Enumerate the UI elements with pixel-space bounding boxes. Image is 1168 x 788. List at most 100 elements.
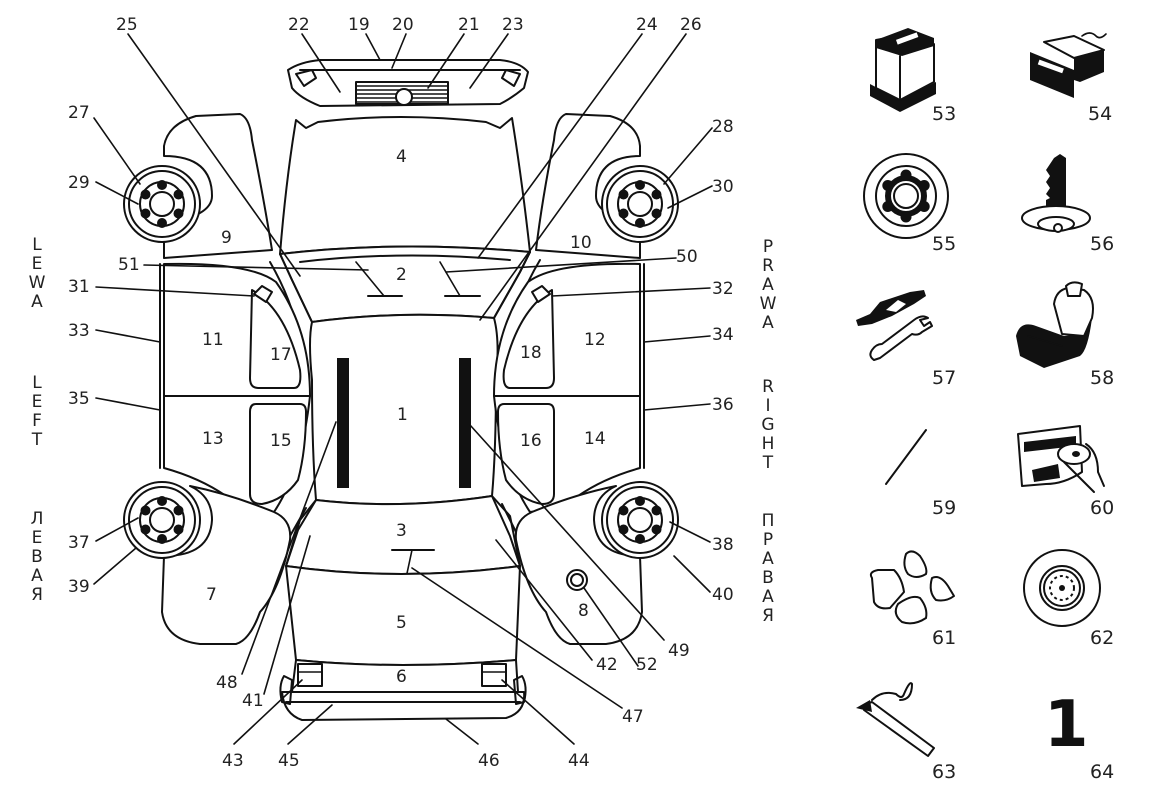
legend-label-60: 60: [1090, 497, 1114, 519]
area-labels: 1 2 3 4 5 6 7 8 9 10 11 12 13 14 15 16 1…: [202, 147, 606, 687]
area-label-3: 3: [396, 521, 407, 541]
callout-label-35: 35: [68, 389, 90, 409]
window-front-right: [502, 289, 555, 389]
jack-wrench-icon: [856, 290, 933, 361]
callout-label-21: 21: [458, 15, 480, 35]
callout-label-39: 39: [68, 577, 90, 597]
callout-label-36: 36: [712, 395, 734, 415]
callout-label-40: 40: [712, 585, 734, 605]
car-outline: [159, 59, 645, 721]
wheel-rim-icon: [863, 153, 949, 239]
fender-rear-left: [161, 485, 292, 645]
callout-label-19: 19: [348, 15, 370, 35]
window-rear-right: [497, 403, 555, 505]
rear-panel: [291, 659, 519, 693]
callout-label-22: 22: [288, 15, 310, 35]
callout-label-46: 46: [478, 751, 500, 771]
mirror-left: [253, 285, 273, 303]
callout-label-37: 37: [68, 533, 90, 553]
number-one-icon: 1: [1044, 688, 1089, 762]
area-label-17: 17: [270, 345, 292, 365]
area-label-18: 18: [520, 343, 542, 363]
callout-label-20: 20: [392, 15, 414, 35]
fire-extinguisher-icon: [856, 682, 935, 757]
callout-label-34: 34: [712, 325, 734, 345]
rear-bumper: [281, 691, 526, 721]
callout-label-25: 25: [116, 15, 138, 35]
emblem: [395, 88, 413, 106]
callout-label-49: 49: [668, 641, 690, 661]
tail-light-left: [297, 663, 323, 687]
area-label-6: 6: [396, 667, 407, 687]
area-label-16: 16: [520, 431, 542, 451]
window-front-left: [249, 289, 302, 389]
callout-label-52: 52: [636, 655, 658, 675]
wheel-rear-right: [601, 481, 679, 559]
wheel-front-right: [601, 165, 679, 243]
car-seat-icon: [1016, 281, 1094, 368]
area-label-5: 5: [396, 613, 407, 633]
callout-label-27: 27: [68, 103, 90, 123]
legend-label-58: 58: [1090, 367, 1114, 389]
legend-label-63: 63: [932, 761, 956, 783]
spare-tire-icon: [1023, 549, 1101, 627]
mirror-right: [531, 285, 551, 303]
callout-label-32: 32: [712, 279, 734, 299]
callout-label-23: 23: [502, 15, 524, 35]
callout-labels: 19 20 21 22 23 24 25 26 27 28 29 30 31 3…: [68, 15, 734, 771]
tail-light-right: [481, 663, 507, 687]
battery-icon: [870, 28, 936, 112]
callout-label-26: 26: [680, 15, 702, 35]
area-label-14: 14: [584, 429, 606, 449]
callout-label-41: 41: [242, 691, 264, 711]
area-label-12: 12: [584, 330, 606, 350]
wheel-rear-left: [123, 481, 201, 559]
callout-label-45: 45: [278, 751, 300, 771]
legend-label-53: 53: [932, 103, 956, 125]
callout-label-38: 38: [712, 535, 734, 555]
legend-label-62: 62: [1090, 627, 1114, 649]
callout-label-50: 50: [676, 247, 698, 267]
callout-label-31: 31: [68, 277, 90, 297]
roof-rail-left: [337, 358, 349, 488]
callout-label-48: 48: [216, 673, 238, 693]
area-label-2: 2: [396, 265, 407, 285]
area-label-15: 15: [270, 431, 292, 451]
callout-label-33: 33: [68, 321, 90, 341]
roof-rail-right: [459, 358, 471, 488]
legend-label-59: 59: [932, 497, 956, 519]
callout-label-42: 42: [596, 655, 618, 675]
hood-panel: [279, 116, 531, 255]
area-label-7: 7: [206, 585, 217, 605]
callout-label-44: 44: [568, 751, 590, 771]
area-label-9: 9: [221, 228, 232, 248]
antenna-icon: [885, 429, 927, 485]
area-label-1: 1: [397, 405, 408, 425]
legend-label-61: 61: [932, 627, 956, 649]
car-radio-icon: [1030, 32, 1107, 98]
legend-label-57: 57: [932, 367, 956, 389]
callout-label-47: 47: [622, 707, 644, 727]
callout-label-29: 29: [68, 173, 90, 193]
area-label-4: 4: [396, 147, 407, 167]
wheel-front-left: [123, 165, 201, 243]
callout-label-51: 51: [118, 255, 140, 275]
legend-label-54: 54: [1088, 103, 1112, 125]
leader-lines: [93, 33, 713, 745]
callout-label-43: 43: [222, 751, 244, 771]
floor-mats-icon: [869, 550, 955, 625]
callout-label-24: 24: [636, 15, 658, 35]
callout-label-30: 30: [712, 177, 734, 197]
wheels: [123, 165, 679, 559]
area-label-11: 11: [202, 330, 224, 350]
callout-label-28: 28: [712, 117, 734, 137]
key-lock-icon: [1021, 154, 1091, 233]
window-rear-left: [249, 403, 307, 505]
area-label-13: 13: [202, 429, 224, 449]
